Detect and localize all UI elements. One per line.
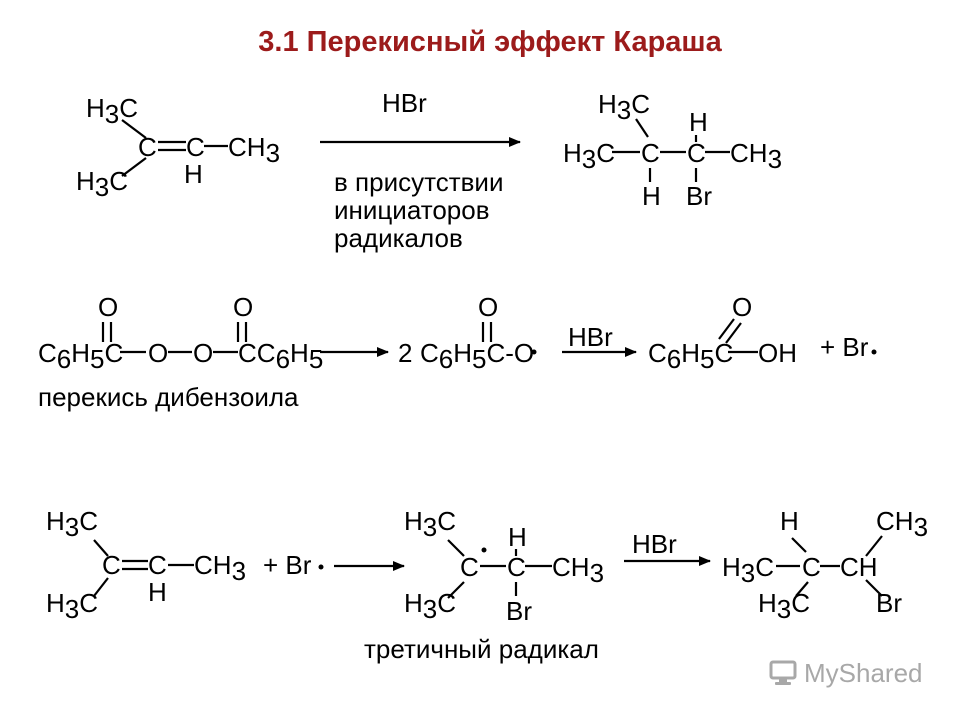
plus-bromine-radical: + Br bbox=[820, 332, 869, 362]
ch3-label: CH3 bbox=[730, 138, 782, 174]
peroxide-caption: перекись дибензоила bbox=[38, 382, 299, 412]
h3c-label-top: H3C bbox=[86, 93, 138, 129]
cc6h5-label: CC6H5 bbox=[238, 338, 323, 374]
bond bbox=[447, 539, 465, 557]
coefficient: 2 bbox=[398, 338, 412, 368]
ch3-label: CH3 bbox=[552, 552, 604, 588]
h3c-label-bottom: H3C bbox=[46, 588, 98, 624]
ch3-label: CH3 bbox=[876, 506, 928, 542]
bond bbox=[121, 119, 147, 139]
reagent-hbr-2: HBr bbox=[568, 322, 613, 352]
benzoic-acid: C6H5C O OH bbox=[648, 292, 797, 374]
reactant-2-methyl-2-butene-2: H3C C C CH3 H H3C bbox=[46, 506, 246, 624]
c-label: C bbox=[102, 550, 121, 580]
double-bond-line bbox=[725, 322, 742, 344]
ch3-label: CH3 bbox=[194, 550, 246, 586]
watermark-text: MyShared bbox=[804, 657, 923, 688]
o-label: O bbox=[98, 292, 118, 322]
c-radical-label: C bbox=[460, 552, 479, 582]
c-label: C bbox=[148, 550, 167, 580]
watermark: MyShared bbox=[768, 658, 923, 688]
reagent-hbr-3: HBr bbox=[632, 529, 677, 559]
bond bbox=[865, 535, 883, 557]
c-label: C bbox=[687, 138, 706, 168]
oh-label: OH bbox=[758, 338, 797, 368]
c-label: C bbox=[186, 132, 205, 162]
bond bbox=[447, 581, 465, 599]
c-label: C bbox=[802, 552, 821, 582]
br-label: Br bbox=[876, 588, 902, 618]
radical-dot bbox=[318, 564, 324, 570]
h-label: H bbox=[508, 522, 527, 552]
condition-line-2: инициаторов bbox=[334, 195, 490, 225]
reactant-2-methyl-2-butene: H3C C C CH3 H H3C bbox=[76, 93, 280, 202]
monitor-logo-icon bbox=[769, 660, 797, 685]
plus-bromine-radical: + Br bbox=[263, 550, 312, 580]
bond bbox=[121, 157, 147, 177]
c-label: C bbox=[641, 138, 660, 168]
c-label: C bbox=[507, 552, 526, 582]
h-label: H bbox=[642, 181, 661, 211]
br-label: Br bbox=[686, 181, 712, 211]
bond bbox=[865, 579, 883, 597]
ch3-label: CH3 bbox=[228, 132, 280, 168]
c6h5c-label: C6H5C bbox=[648, 338, 733, 374]
h-label: H bbox=[184, 159, 203, 189]
bond bbox=[791, 537, 807, 553]
h3c-label: H3C bbox=[598, 89, 650, 125]
h-label: H bbox=[148, 577, 167, 607]
tertiary-radical: H3C C C H CH3 Br H3C bbox=[404, 506, 604, 626]
h3c-label: H3C bbox=[722, 552, 774, 588]
dibenzoyl-peroxide: C6H5C O O O O CC6H5 bbox=[38, 292, 323, 374]
h3c-label: H3C bbox=[563, 138, 615, 174]
c6h5c-label: C6H5C bbox=[38, 338, 123, 374]
o-label: O bbox=[732, 292, 752, 322]
bond bbox=[635, 118, 649, 138]
c-label: C bbox=[138, 132, 157, 162]
reagent-hbr-1: HBr bbox=[382, 88, 427, 118]
br-label: Br bbox=[506, 596, 532, 626]
bond bbox=[795, 581, 809, 597]
benzoyloxy-radical: 2 C6H5C-O O bbox=[398, 292, 537, 374]
page-title: 3.1 Перекисный эффект Караша bbox=[258, 26, 722, 58]
o-label: O bbox=[233, 292, 253, 322]
h3c-label: H3C bbox=[758, 588, 810, 624]
radical-dot bbox=[531, 349, 537, 355]
o-label: O bbox=[478, 292, 498, 322]
ch-label: CH bbox=[840, 552, 878, 582]
h3c-label-top: H3C bbox=[46, 506, 98, 542]
radical-dot bbox=[871, 349, 877, 355]
radical-dot bbox=[481, 547, 487, 553]
o-label: O bbox=[148, 338, 168, 368]
condition-line-1: в присутствии bbox=[334, 167, 503, 197]
product-2-bromo-3-methylbutane-2: H H3C C CH CH3 Br H3C bbox=[722, 506, 928, 624]
h-label: H bbox=[780, 506, 799, 536]
h3c-label-bottom: H3C bbox=[76, 166, 128, 202]
double-bond-line bbox=[718, 318, 735, 340]
h-label: H bbox=[689, 107, 708, 137]
product-2-bromo-3-methylbutane: H3C H3C C C CH3 H H Br bbox=[563, 89, 782, 211]
bond bbox=[93, 577, 109, 597]
radical-caption: третичный радикал bbox=[364, 634, 599, 664]
o-label: O bbox=[193, 338, 213, 368]
h3c-label-top: H3C bbox=[404, 506, 456, 542]
c6h5c-o-label: C6H5C-O bbox=[420, 338, 534, 374]
h3c-label-bottom: H3C bbox=[404, 588, 456, 624]
bond bbox=[93, 539, 109, 557]
condition-line-3: радикалов bbox=[334, 223, 463, 253]
